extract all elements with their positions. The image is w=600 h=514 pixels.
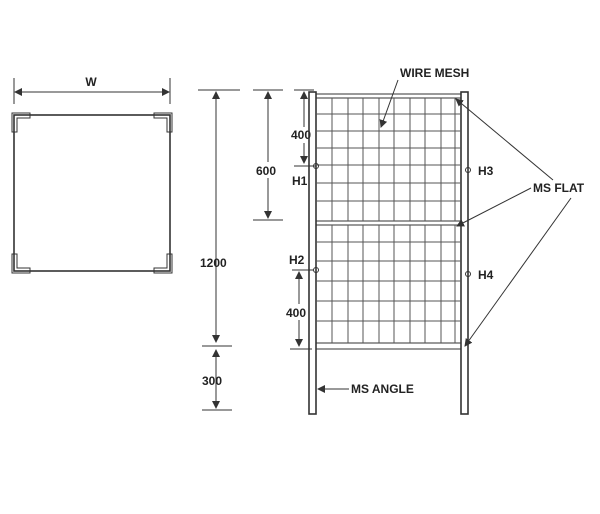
dim-400b-label: 400 [286,306,306,320]
plan-frame [13,114,171,272]
hinge-h1-label: H1 [292,174,308,188]
width-label: W [85,75,97,89]
ms-angle-label: MS ANGLE [351,382,414,396]
ms-flat-label: MS FLAT [533,181,585,195]
hinge-h4-label: H4 [478,268,494,282]
overall-dimensions: 1200 300 [198,89,240,411]
dim-400a-label: 400 [291,128,311,142]
dim-600-label: 600 [256,164,276,178]
hinge-h1-marker [313,163,319,169]
hinge-h2-marker [313,267,319,273]
upper-hinge-dimension: 400 H1 [289,89,317,188]
wire-mesh-label: WIRE MESH [400,66,469,80]
ms-flat-leader-top [455,98,554,181]
upper-panel-dimension: 600 [253,89,283,221]
ms-flat-leader-bottom [464,197,572,347]
corner-angle-bottom-right [153,253,173,274]
dim-400b-label-bg [285,304,313,320]
wire-mesh-leader [379,79,399,128]
corner-angle-top-right [153,112,173,133]
hinge-h4-marker [465,271,471,277]
hinge-h3-marker [465,167,471,173]
top-ms-flat [315,93,462,99]
wire-mesh-upper [316,98,461,221]
bottom-ms-flat [315,342,462,350]
middle-ms-flat [315,220,462,226]
plan-view: W [11,75,173,274]
dim-400a-label-bg [289,127,317,143]
callouts: WIRE MESH H3 H4 MS FLAT MS ANGLE [317,66,585,396]
lower-hinge-dimension: H2 400 [285,253,314,350]
corner-angle-top-left [11,112,31,133]
wire-mesh-lower [316,225,461,343]
right-post [460,91,469,415]
corner-angle-bottom-left [11,253,31,274]
elevation-panel [308,91,471,415]
dim-1200-label: 1200 [200,256,227,270]
dim-300-label: 300 [202,374,222,388]
hinge-h3-label: H3 [478,164,494,178]
left-post-ms-angle [308,91,317,415]
dim-600-label-bg [254,162,282,178]
hinge-h2-label: H2 [289,253,305,267]
ms-flat-leader-middle [456,187,532,227]
